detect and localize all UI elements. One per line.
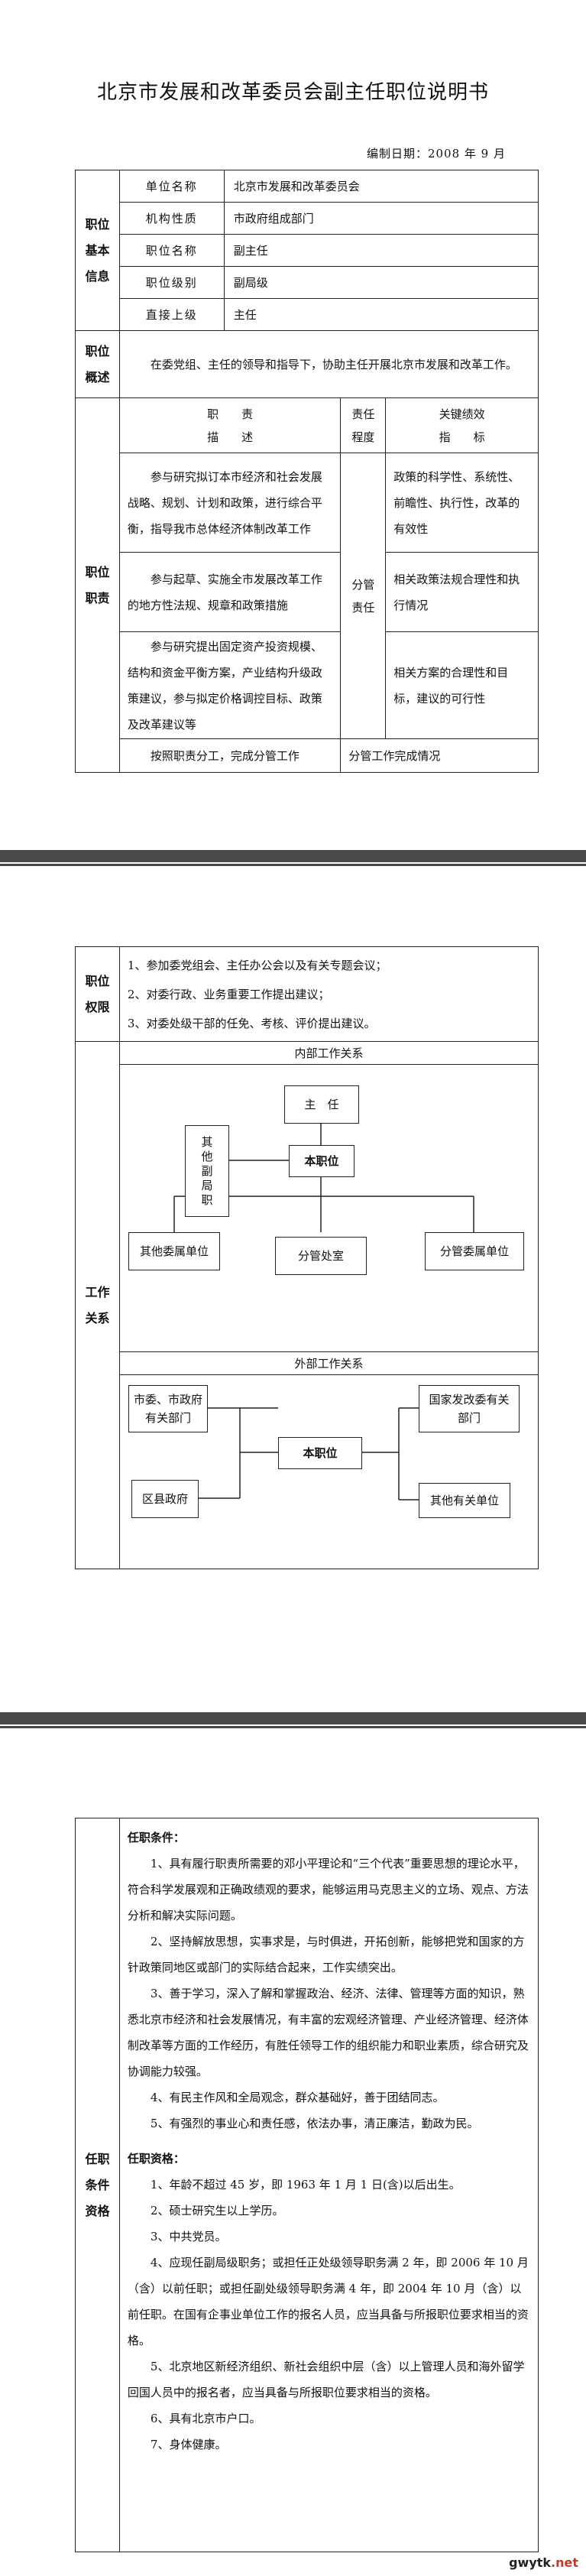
external-center-position-box: 本职位 bbox=[278, 1437, 362, 1469]
condition-item: 1、具有履行职责所需要的邓小平理论和“三个代表”重要思想的理论水平，符合科学发展… bbox=[127, 1857, 529, 1922]
internal-other-deputy-box: 其 他 副 局 职 bbox=[185, 1125, 229, 1217]
field-value: 北京市发展和改革委员会 bbox=[223, 170, 539, 203]
external-municipal-departments-box: 市委、市政府有关部门 bbox=[128, 1385, 208, 1432]
duty-kpi: 相关方案的合理性和目标，建议的可行性 bbox=[385, 631, 539, 739]
requirement-item: 7、身体健康。 bbox=[150, 2438, 227, 2451]
requirements-heading: 任职资格： bbox=[127, 2152, 185, 2166]
field-value: 副局级 bbox=[223, 266, 539, 299]
internal-center-position-box: 本职位 bbox=[289, 1145, 355, 1177]
external-district-government-box: 区县政府 bbox=[131, 1480, 199, 1518]
section-label-qualifications: 任职 条件 资格 bbox=[75, 1818, 120, 2552]
section-label-relations: 工作 关系 bbox=[75, 1041, 120, 1569]
duty-kpi: 相关政策法规合理性和执行情况 bbox=[385, 552, 539, 632]
condition-item: 2、坚持解放思想，实事求是，与时俱进，开拓创新，能够把党和国家的方针政策同地区或… bbox=[127, 1935, 525, 1974]
requirement-item: 4、应现任副局级职务；或担任正处级领导职务满 2 年，即 2006 年 10 月… bbox=[127, 2256, 529, 2347]
external-ndrc-departments-box: 国家发改委有关部门 bbox=[419, 1385, 520, 1432]
site-watermark: gwytk.net bbox=[509, 2555, 578, 2570]
internal-managed-affiliated-units-box: 分管委属单位 bbox=[425, 1232, 524, 1270]
requirement-item: 1、年龄不超过 45 岁，即 1963 年 1 月 1 日(含)以后出生。 bbox=[150, 2178, 461, 2192]
duties-table: 职位 职责 职 责描 述 责任程度 关键绩效指 标 参与研究拟订本市经济和社会发… bbox=[75, 397, 539, 773]
overview-text: 在委党组、主任的领导和指导下，协助主任开展北京市发展和改革工作。 bbox=[118, 330, 539, 398]
condition-item: 5、有强烈的事业心和责任感，依法办事，清正廉洁，勤政为民。 bbox=[150, 2117, 479, 2130]
authority-item: 1、参加委党组会、主任办公会以及有关专题会议； bbox=[127, 958, 387, 972]
qualifications-table: 任职 条件 资格 任职条件： 1、具有履行职责所需要的邓小平理论和“三个代表”重… bbox=[75, 1818, 539, 2552]
section-label-authority: 职位 权限 bbox=[75, 946, 120, 1042]
requirement-item: 3、中共党员。 bbox=[150, 2230, 227, 2243]
requirement-item: 6、具有北京市户口。 bbox=[150, 2412, 261, 2425]
field-label: 直接上级 bbox=[118, 298, 225, 331]
section-label-basic-info: 职位 基本 信息 bbox=[75, 170, 120, 331]
duties-header-kpi: 关键绩效指 标 bbox=[385, 397, 539, 453]
page-separator-line bbox=[0, 864, 586, 866]
duty-description: 参与起草、实施全市发展改革工作的地方性法规、规章和政策措施 bbox=[118, 552, 342, 632]
conditions-heading: 任职条件： bbox=[127, 1831, 185, 1844]
qualifications-content: 任职条件： 1、具有履行职责所需要的邓小平理论和“三个代表”重要思想的理论水平，… bbox=[118, 1818, 539, 2552]
field-value: 市政府组成部门 bbox=[223, 202, 539, 235]
duties-header-responsibility: 责任程度 bbox=[340, 397, 387, 453]
external-other-units-box: 其他有关单位 bbox=[419, 1483, 510, 1518]
compile-date: 编制日期：2008 年 9 月 bbox=[366, 147, 506, 161]
authority-item: 2、对委行政、业务重要工作提出建议； bbox=[127, 987, 330, 1001]
condition-item: 4、有民主作风和全局观念，群众基础好，善于团结同志。 bbox=[150, 2091, 445, 2104]
field-value: 主任 bbox=[223, 298, 539, 331]
duty-description: 参与研究提出固定资产投资规模、结构和资金平衡方案，产业结构升级政策建议，参与拟定… bbox=[118, 631, 342, 739]
requirement-item: 5、北京地区新经济组织、新社会组织中层（含）以上管理人员和海外留学回国人员中的报… bbox=[127, 2360, 525, 2399]
duty-kpi: 政策的科学性、系统性、前瞻性、执行性，改革的有效性 bbox=[385, 453, 539, 553]
overview-table: 职位 概述 在委党组、主任的领导和指导下，协助主任开展北京市发展和改革工作。 bbox=[75, 330, 539, 398]
responsibility-level: 分管责任 bbox=[340, 453, 387, 739]
condition-item: 3、善于学习，深入了解和掌握政治、经济、法律、管理等方面的知识，熟悉北京市经济和… bbox=[127, 1987, 529, 2078]
internal-managed-divisions-box: 分管处室 bbox=[275, 1237, 367, 1275]
duty-description: 按照职责分工，完成分管工作 bbox=[118, 738, 342, 773]
section-label-duties: 职位 职责 bbox=[75, 397, 120, 773]
requirement-item: 2、硕士研究生以上学历。 bbox=[150, 2204, 284, 2218]
field-label: 机构性质 bbox=[118, 202, 225, 235]
page-separator bbox=[0, 1712, 586, 1724]
authority-table: 职位 权限 1、参加委党组会、主任办公会以及有关专题会议； 2、对委行政、业务重… bbox=[75, 946, 539, 1042]
internal-director-box: 主 任 bbox=[284, 1085, 359, 1124]
page-separator-line bbox=[0, 1726, 586, 1728]
basic-info-table: 职位 基本 信息 单位名称 北京市发展和改革委员会 机构性质 市政府组成部门 职… bbox=[75, 170, 539, 331]
duty-kpi: 分管工作完成情况 bbox=[340, 738, 539, 773]
authority-item: 3、对委处级干部的任免、考核、评价提出建议。 bbox=[127, 1016, 376, 1030]
duties-header-description: 职 责描 述 bbox=[118, 397, 342, 453]
document-title: 北京市发展和改革委员会副主任职位说明书 bbox=[96, 81, 489, 104]
internal-other-affiliated-units-box: 其他委属单位 bbox=[128, 1232, 220, 1270]
page-separator bbox=[0, 850, 586, 862]
authority-list: 1、参加委党组会、主任办公会以及有关专题会议； 2、对委行政、业务重要工作提出建… bbox=[118, 946, 539, 1042]
